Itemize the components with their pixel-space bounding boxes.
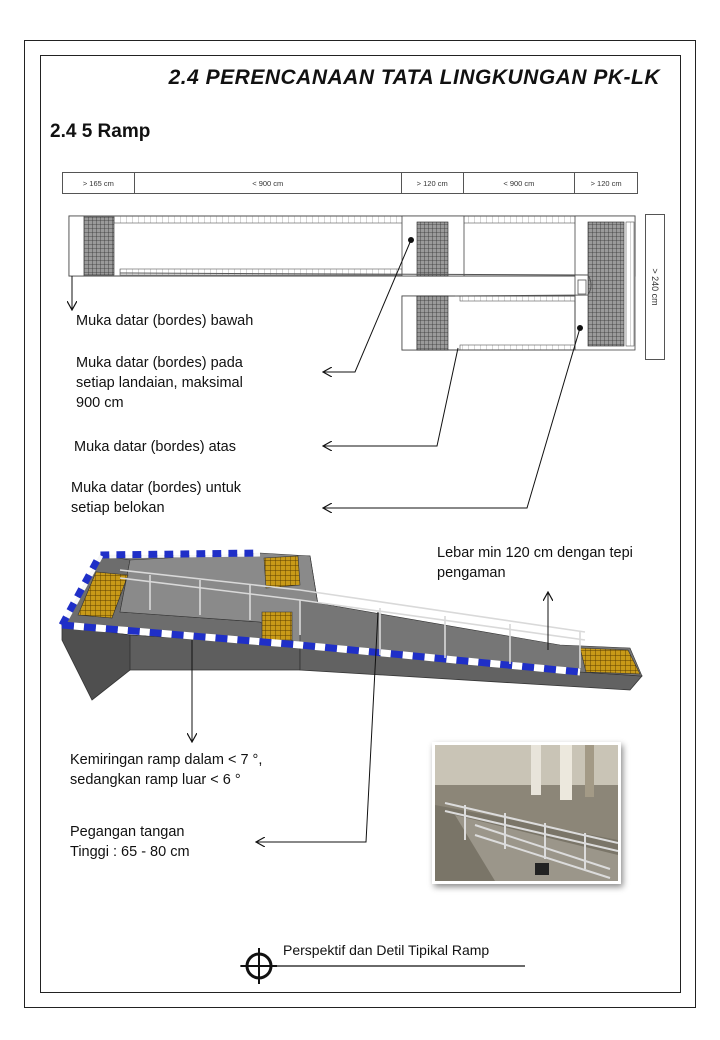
- label-bordes-landaian: Muka datar (bordes) pada setiap landaian…: [76, 355, 243, 411]
- perspective-view: [58, 549, 643, 701]
- grating-top-end: [579, 647, 641, 675]
- label-kemiringan: Kemiringan ramp dalam < 7 °, sedangkan r…: [70, 752, 263, 788]
- dim-ramp-2: < 900 cm: [464, 173, 576, 193]
- plan-leader-lines: [72, 239, 581, 508]
- label-bordes-atas: Muka datar (bordes) atas: [74, 439, 236, 455]
- grating-lower-left: [77, 571, 129, 619]
- label-bordes-belokan: Muka datar (bordes) untuk setiap belokan: [71, 480, 242, 516]
- label-bordes-bawah: Muka datar (bordes) bawah: [76, 313, 254, 329]
- dim-landing-bottom: > 165 cm: [63, 173, 135, 193]
- grating-upper-right: [263, 555, 301, 589]
- label-lebar: Lebar min 120 cm dengan tepi pengaman: [437, 545, 633, 581]
- plan-grating-middle: [416, 221, 449, 277]
- outer-frame: [24, 40, 696, 1008]
- footer-caption: Perspektif dan Detil Tipikal Ramp: [283, 942, 490, 958]
- plan-railing-top: [68, 215, 636, 224]
- plan-lower-run: [68, 215, 636, 277]
- grating-middle: [261, 611, 293, 641]
- plan-landing-bottom: [68, 215, 85, 277]
- dim-landing-middle: > 120 cm: [402, 173, 464, 193]
- footer-compass-icon: [240, 948, 525, 984]
- dim-landing-top: > 120 cm: [590, 178, 622, 188]
- dimension-width: > 240 cm: [645, 214, 665, 360]
- section-title: 2.4 5 Ramp: [50, 121, 151, 142]
- page-title: 2.4 PERENCANAAN TATA LINGKUNGAN PK-LK: [168, 66, 660, 89]
- ramp-photo: [432, 742, 621, 884]
- dimension-bar: > 165 cm < 900 cm > 120 cm < 900 cm > 12…: [62, 172, 638, 194]
- plan-grating-bottom: [83, 216, 115, 276]
- plan-grating-top: [587, 221, 625, 347]
- label-pegangan: Pegangan tangan Tinggi : 65 - 80 cm: [70, 824, 190, 860]
- dim-ramp-1: < 900 cm: [135, 173, 402, 193]
- inner-frame: [40, 55, 681, 993]
- plan-view: [68, 215, 636, 351]
- perspective-leader-lines: [192, 592, 548, 842]
